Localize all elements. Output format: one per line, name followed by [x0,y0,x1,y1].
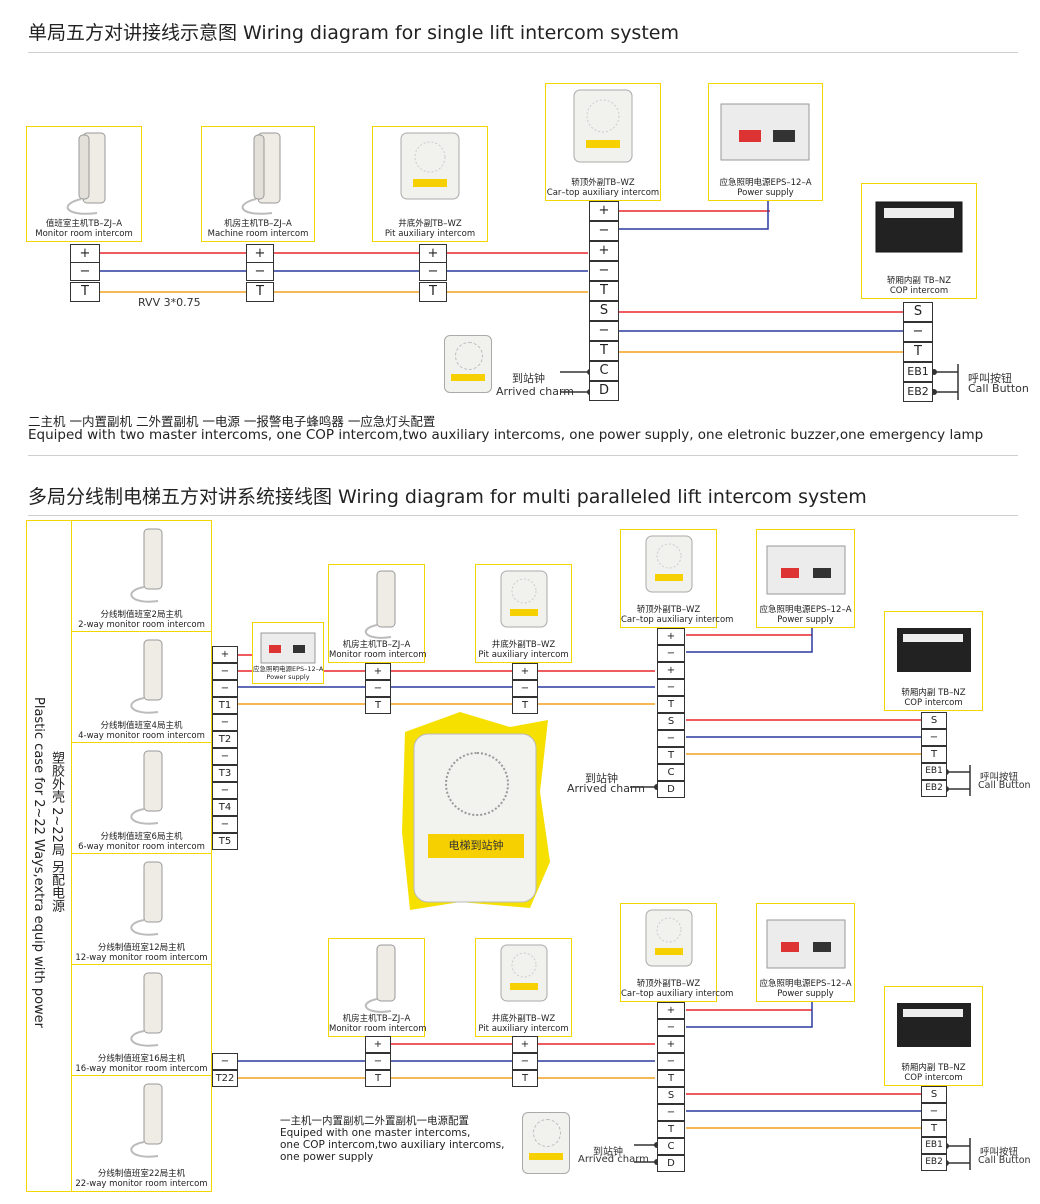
call-button-cn: 呼叫按钮 [980,772,1019,783]
cop-box-icon [875,201,963,253]
call-button-cn: 呼叫按钮 [980,1147,1019,1158]
arrived-charm-cn: 到站钟 [593,1147,623,1158]
terminal-minus: − [70,262,100,281]
machine-terminal-upper: + − T [365,663,391,714]
handset-icon [364,570,396,639]
cop-box-icon [897,1003,971,1047]
terminal-t: T [419,282,447,302]
pit-terminal-lower: + − T [512,1036,538,1087]
car-top-terminal-strip: + − + − T S − T C D [589,201,619,401]
multi-note: 一主机一内置副机二外置副机一电源配置 Equiped with one mast… [280,1115,505,1163]
terminal-t: T [246,282,274,302]
call-button-cn: 呼叫按钮 [968,372,1012,385]
machine-terminal-lower: + − T [365,1036,391,1087]
power-box-icon [766,545,846,595]
handset-icon [130,972,163,1047]
handset-icon [66,132,106,215]
call-button-en: Call Button [978,780,1031,791]
cable-label: RVV 3*0.75 [138,296,201,309]
call-button-en: Call Button [978,1155,1031,1166]
arrived-charm-cn: 到站钟 [512,372,545,385]
multi-title: 多局分线制电梯五方对讲系统接线图 Wiring diagram for mult… [28,486,867,508]
handset-icon [364,944,396,1013]
speaker-icon [645,909,693,967]
arrival-charm-illustration: 电梯到站钟 [400,712,550,912]
power-box-icon [720,103,810,161]
power-box-icon [766,919,846,969]
speaker-icon [400,132,460,200]
buzzer-icon [522,1112,570,1174]
cop-box-icon [897,628,971,672]
cop-terminal-strip: S − T EB1 EB2 [903,302,933,402]
arrived-charm-en: Arrived charm [496,385,574,398]
handset-icon [130,639,163,714]
arrived-charm-en: Arrived charm [578,1154,649,1165]
buzzer-icon [444,335,492,393]
call-button-en: Call Button [968,382,1029,395]
divider [28,455,1018,456]
car-top-terminal-lower: + − + − T S − T C D [657,1002,685,1172]
handset-icon [241,132,281,215]
speaker-icon [645,535,693,593]
plastic-case-panel: 塑胶外壳 2~22局 另配电源 Plastic case for 2~22 Wa… [26,520,72,1192]
multi-way-terminal-strip: + − − T1 − T2 − T3 − T4 − T5 [212,646,238,850]
handset-icon [130,750,163,825]
arrived-charm-cn: 到站钟 [585,772,618,785]
single-note-cn: 二主机 一内置副机 二外置副机 一电源 一报警电子蜂鸣器 一应急灯头配置 [28,414,436,429]
cop-terminal-lower: S − T EB1 EB2 [921,1086,947,1171]
terminal-minus: − [419,262,447,281]
speaker-icon [500,944,548,1002]
arrived-charm-en: Arrived charm [567,782,645,795]
car-top-terminal-upper: + − + − T S − T C D [657,628,685,798]
power-box-icon [260,632,316,664]
terminal-plus: + [246,244,274,263]
speaker-icon [573,89,633,163]
handset-icon [130,1083,163,1158]
terminal-t: T [70,282,100,302]
pit-terminal-upper: + − T [512,663,538,714]
handset-icon [130,528,163,603]
divider [28,515,1018,516]
handset-icon [130,861,163,936]
cop-terminal-upper: S − T EB1 EB2 [921,712,947,797]
single-note-en: Equiped with two master intercoms, one C… [28,427,984,443]
divider [28,52,1018,53]
terminal-plus: + [70,244,100,263]
terminal-plus: + [419,244,447,263]
terminal-minus: − [246,262,274,281]
speaker-icon [500,570,548,628]
single-title: 单局五方对讲接线示意图 Wiring diagram for single li… [28,22,679,44]
t22-terminal-strip: − T22 [212,1053,238,1087]
